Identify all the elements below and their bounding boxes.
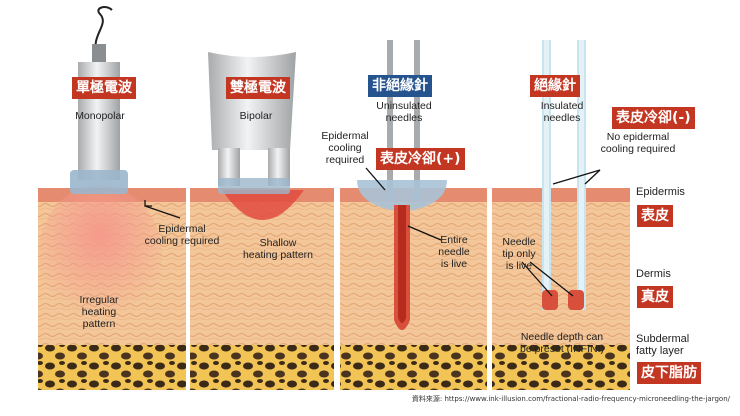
label-subdermal-line1: Subdermal — [636, 333, 690, 345]
tag-dermis: 真皮 — [637, 286, 673, 308]
label-needle-tip-live: Needle tip only is live — [494, 236, 544, 272]
source-credit: 資料來源: https://www.ink-illusion.com/fract… — [411, 395, 730, 403]
panel-bipolar-skin — [190, 188, 334, 390]
label-shallow-heating-line2: heating pattern — [242, 249, 314, 261]
tag-bipolar: 雙極電波 — [226, 77, 290, 99]
label-entire-needle-live-line3: is live — [440, 258, 468, 270]
label-needle-tip-live-line3: is live — [505, 260, 533, 272]
label-epidermal-cooling-line3: required — [325, 154, 365, 166]
label-epidermal-cooling-line2: cooling — [328, 142, 362, 154]
label-insulated-line2: needles — [543, 112, 581, 124]
label-insulated-line1: Insulated — [540, 100, 584, 112]
uninsulated-needles — [357, 40, 447, 330]
label-uninsulated-line1: Uninsulated — [376, 100, 432, 112]
label-epidermal-cooling-required: Epidermal cooling required — [130, 223, 234, 247]
label-shallow-heating: Shallow heating pattern — [228, 237, 328, 261]
label-no-epidermal-cooling-line2: cooling required — [600, 143, 676, 155]
label-uninsulated-line2: needles — [385, 112, 423, 124]
tag-monopolar: 單極電波 — [72, 77, 136, 99]
label-monopolar: Monopolar — [75, 110, 125, 122]
label-needle-depth-line1: Needle depth can — [520, 331, 604, 343]
panel-insulated-skin — [492, 188, 630, 390]
label-entire-needle-live-line2: needle — [438, 246, 470, 258]
annotation-arrows — [144, 167, 601, 297]
label-needle-depth: Needle depth can be preset (INFINI) — [500, 331, 624, 355]
tag-uninsulated: 非絕緣針 — [368, 75, 432, 97]
label-no-epidermal-cooling: No epidermal cooling required — [592, 131, 684, 155]
label-epidermal-cooling: Epidermal cooling required — [310, 130, 380, 166]
label-subdermal-line2: fatty layer — [636, 345, 684, 357]
label-epidermal-cooling-required-line2: cooling required — [144, 235, 220, 247]
label-no-epidermal-cooling-line1: No epidermal — [606, 131, 670, 143]
label-entire-needle-live-line1: Entire — [440, 234, 468, 246]
panel-uninsulated-skin — [340, 188, 487, 390]
label-dermis: Dermis — [636, 268, 671, 280]
label-epidermis: Epidermis — [636, 186, 685, 198]
tag-cooling-minus: 表皮冷卻(-) — [612, 107, 695, 129]
panel-monopolar-skin — [38, 185, 186, 390]
bipolar-probe — [208, 52, 296, 194]
label-irregular-heating-line1: Irregular — [79, 294, 119, 306]
label-needle-tip-live-line2: tip only — [502, 248, 536, 260]
label-irregular-heating-line3: pattern — [82, 318, 116, 330]
label-needle-tip-live-line1: Needle — [502, 236, 536, 248]
monopolar-probe — [70, 6, 128, 194]
label-irregular-heating-line2: heating — [81, 306, 117, 318]
label-subdermal: Subdermal fatty layer — [636, 333, 689, 357]
label-uninsulated: Uninsulated needles — [364, 100, 444, 124]
label-epidermal-cooling-line1: Epidermal — [321, 130, 369, 142]
tag-cooling-plus: 表皮冷卻(+) — [376, 148, 465, 170]
tag-epidermis: 表皮 — [637, 205, 673, 227]
tag-insulated: 絕緣針 — [530, 75, 580, 97]
label-insulated: Insulated needles — [522, 100, 602, 124]
label-entire-needle-live: Entire needle is live — [432, 234, 476, 270]
label-bipolar: Bipolar — [239, 110, 273, 122]
label-epidermal-cooling-required-line1: Epidermal — [158, 223, 206, 235]
label-shallow-heating-line1: Shallow — [259, 237, 297, 249]
label-irregular-heating: Irregular heating pattern — [64, 294, 134, 330]
tag-fat: 皮下脂肪 — [637, 362, 701, 384]
label-needle-depth-line2: be preset (INFINI) — [519, 343, 605, 355]
